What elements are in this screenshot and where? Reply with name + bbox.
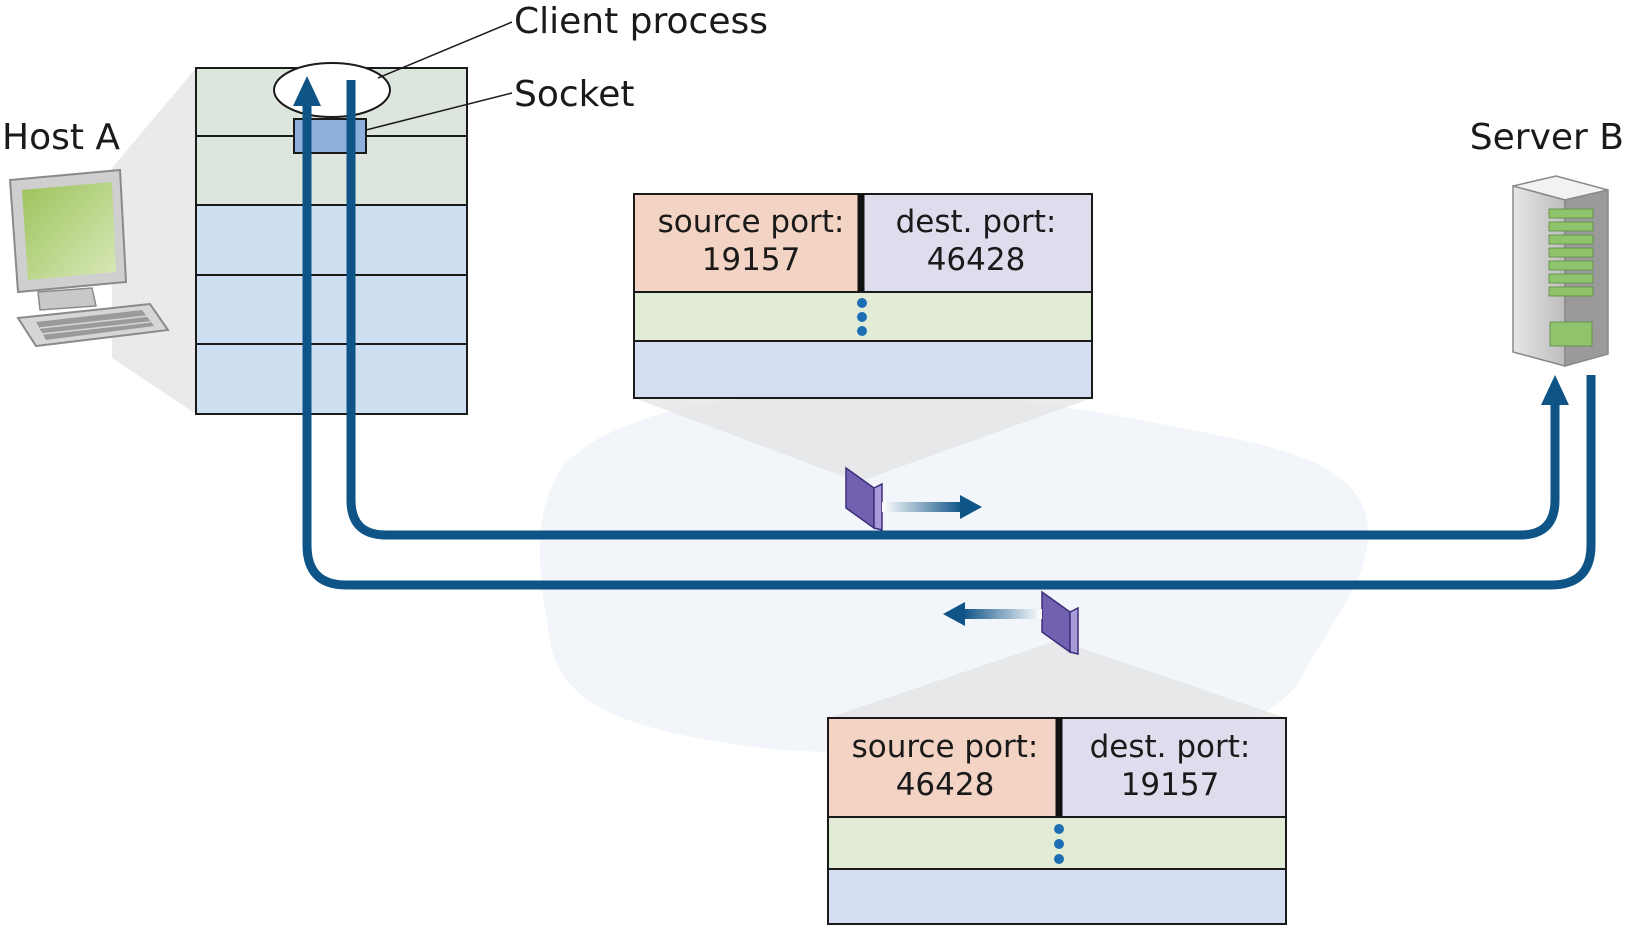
motion-arrow-to-server-icon — [960, 495, 982, 519]
motion-arrow-to-client-icon — [943, 602, 965, 626]
segment-to-server-source-label: source port: — [658, 204, 845, 240]
motion-beam-to-client — [963, 609, 1042, 619]
path-server-to-client — [302, 106, 1596, 590]
host-label: Host A — [2, 117, 120, 158]
packet-to-server-icon — [845, 466, 883, 531]
client-process-leader — [377, 21, 513, 79]
segment-header-to-server — [633, 193, 1093, 399]
arrowhead-at-client — [293, 76, 321, 106]
socket-label: Socket — [514, 74, 635, 115]
server-icon — [1512, 175, 1609, 367]
segment-to-client-dest-value: 19157 — [1121, 767, 1220, 803]
path-client-to-server — [346, 80, 1560, 540]
host-computer-icon — [8, 168, 170, 348]
segment-to-server-dest-value: 46428 — [927, 242, 1026, 278]
segment-to-server-dest-label: dest. port: — [896, 204, 1057, 240]
server-label: Server B — [1470, 117, 1624, 158]
motion-beam-to-server — [882, 502, 962, 512]
segment-header-to-client — [827, 717, 1287, 925]
socket-leader — [365, 92, 513, 131]
network-cloud — [540, 391, 1369, 752]
segment-to-client-source-value: 46428 — [896, 767, 995, 803]
zoom-cone-segment-to-server — [634, 398, 1092, 482]
segment-to-server-source-value: 19157 — [702, 242, 801, 278]
segment-to-client-dest-label: dest. port: — [1090, 729, 1251, 765]
segment-to-client-source-label: source port: — [852, 729, 1039, 765]
client-process-label: Client process — [514, 1, 768, 42]
client-process-ellipse — [273, 62, 391, 118]
arrowhead-at-server — [1541, 375, 1569, 405]
zoom-cone-segment-to-client — [828, 640, 1286, 718]
